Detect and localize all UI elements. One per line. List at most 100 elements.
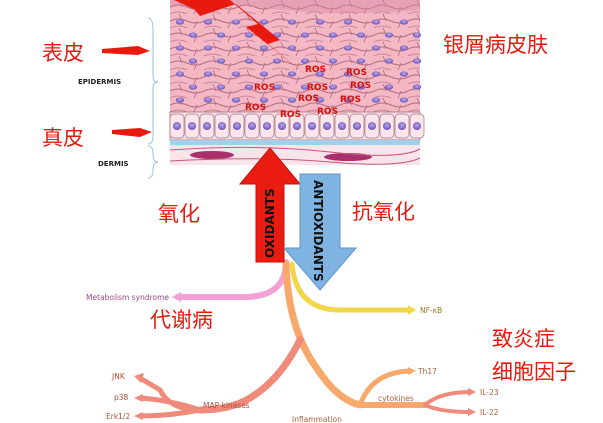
cell-nucleus [231, 71, 241, 77]
ros-label: ROS [346, 68, 367, 78]
cell-nucleus [308, 122, 316, 130]
ros-label: ROS [350, 81, 371, 91]
cell-nucleus [175, 97, 185, 103]
cell-nucleus [287, 19, 297, 25]
cell-nucleus [259, 97, 269, 103]
cell-nucleus [399, 71, 409, 77]
cell-nucleus [328, 32, 338, 38]
cell-nucleus [231, 97, 241, 103]
oxidants-arrow-label: OXIDANTS [263, 188, 277, 258]
cell-nucleus [399, 19, 409, 25]
cell-nucleus [371, 97, 381, 103]
cell-nucleus [384, 32, 394, 38]
dermis-pointer-arrow [112, 128, 152, 137]
p38-branch [137, 395, 203, 413]
map-kinase-branch [196, 336, 304, 414]
cell-nucleus [343, 97, 353, 103]
cell-nucleus [300, 84, 310, 90]
th17-arrowhead [408, 367, 416, 375]
cell-nucleus [203, 71, 213, 77]
cytokines-cn-line1: 致炎症 [492, 327, 555, 351]
ros-label: ROS [340, 95, 361, 105]
cell-nucleus [356, 32, 366, 38]
cytokines-label: cytokines [378, 394, 414, 403]
erk-arrowhead [134, 412, 143, 420]
cell-nucleus [248, 122, 256, 130]
cell-nucleus [300, 32, 310, 38]
cytokines-cn-line2: 细胞因子 [492, 360, 576, 384]
bolt-small-icon [174, 0, 200, 12]
skin-tissue-illustration [169, 0, 425, 165]
cell-nucleus [368, 122, 376, 130]
cell-nucleus [287, 97, 297, 103]
th17-branch [357, 368, 413, 408]
cell-nucleus [338, 122, 346, 130]
il22-arrowhead [468, 408, 476, 416]
psoriasis-skin-title: 银屑病皮肤 [443, 33, 548, 57]
epidermis-cn-label: 表皮 [42, 41, 84, 65]
jnk-label: JNK [111, 372, 126, 381]
lightning-bolt-icon [186, 0, 310, 78]
nfkb-label: NF-κB [420, 306, 442, 315]
cell-nucleus [216, 32, 226, 38]
cell-nucleus [398, 122, 406, 130]
cell-nucleus [287, 45, 297, 51]
erk-label: Erk1/2 [106, 412, 130, 421]
cell-nucleus [371, 19, 381, 25]
cell-nucleus [412, 84, 422, 90]
antioxidants-arrow [282, 173, 358, 291]
cell-nucleus [356, 58, 366, 64]
ros-label: ROS [280, 110, 301, 120]
metabolic-syndrome-label: Metabolism syndrome [86, 293, 169, 302]
antioxidation-cn-label: 抗氧化 [352, 200, 415, 224]
cell-nucleus [343, 45, 353, 51]
map-kinases-label: MAP kinases [203, 401, 250, 410]
il23-branch [423, 390, 472, 407]
metabolic-branch [175, 259, 289, 300]
metabolic-arrowhead [172, 292, 181, 302]
cell-nucleus [353, 122, 361, 130]
ros-label: ROS [254, 83, 275, 93]
cell-nucleus [315, 45, 325, 51]
layer-bracket [147, 17, 159, 179]
cell-nucleus [399, 45, 409, 51]
cell-nucleus [188, 32, 198, 38]
cell-nucleus [173, 122, 181, 130]
il23-arrowhead [468, 388, 476, 396]
epidermis-pointer-arrow [102, 46, 150, 55]
cell-nucleus [231, 45, 241, 51]
cell-nucleus [203, 19, 213, 25]
cell-nucleus [384, 58, 394, 64]
ros-label: ROS [307, 83, 328, 93]
cell-nucleus [216, 84, 226, 90]
cell-nucleus [328, 84, 338, 90]
dermis-label: DERMIS [98, 160, 129, 168]
cell-nucleus [203, 45, 213, 51]
cell-nucleus [300, 58, 310, 64]
cell-nucleus [203, 122, 211, 130]
erk-branch [137, 407, 203, 419]
cell-nucleus [188, 58, 198, 64]
cell-nucleus [259, 19, 269, 25]
cell-nucleus [259, 71, 269, 77]
cell-nucleus [371, 71, 381, 77]
cell-nucleus [383, 122, 391, 130]
cell-nucleus [323, 122, 331, 130]
nfkb-arrowhead [408, 305, 416, 315]
dermis-cn-label: 真皮 [42, 126, 84, 150]
cell-nucleus [175, 45, 185, 51]
pathway-branches [137, 259, 472, 419]
cell-nucleus [263, 122, 271, 130]
jnk-arrowhead [134, 373, 144, 383]
th17-label: Th17 [417, 367, 437, 376]
cell-nucleus [412, 58, 422, 64]
metabolic-disease-cn-label: 代谢病 [150, 308, 213, 332]
cell-nucleus [315, 71, 325, 77]
dermal-fibroblast [190, 151, 234, 159]
il22-branch [423, 403, 472, 414]
cell-nucleus [272, 58, 282, 64]
cell-nucleus [293, 122, 301, 130]
il22-label: IL-22 [480, 408, 499, 417]
nfkb-branch [289, 261, 413, 313]
